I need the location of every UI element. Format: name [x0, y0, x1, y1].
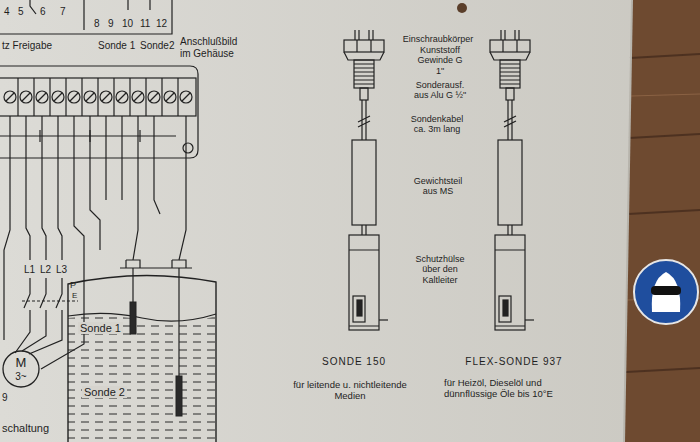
callout-label: Sonderausf. aus Alu G ½": [412, 80, 468, 101]
probe-sonde-150: [344, 30, 388, 330]
sign-goggles: [651, 286, 681, 295]
wood-grain: [626, 54, 700, 372]
motor-wire: [15, 310, 62, 354]
earth-label: E: [72, 291, 77, 300]
terminal-group-label: Sonde2: [140, 40, 174, 52]
probe-body: [130, 302, 136, 334]
paper-edge: [624, 0, 632, 442]
earth-label: P: [70, 280, 76, 290]
terminal-number: 11: [140, 18, 150, 30]
terminal-group-label: Sonde 1: [98, 40, 135, 52]
product-name: FLEX-SONDE 937: [465, 356, 562, 368]
motor-circle: M3~: [2, 350, 40, 388]
terminal-number: 6: [40, 6, 46, 18]
usage-note: für leitende u. nichtleitende Medien: [280, 380, 420, 402]
terminal-number: 10: [122, 18, 133, 30]
wire: [26, 116, 62, 260]
product-name: SONDE 150: [322, 356, 386, 368]
sign-head: [652, 272, 680, 312]
terminal-number: 12: [156, 18, 167, 30]
contactor-link: [22, 300, 78, 301]
terminal-dividers: [18, 78, 178, 116]
sign-disc: [634, 260, 698, 324]
callout-label: Sondenkabel ca. 3m lang: [407, 114, 467, 135]
callout-label: Einschraubkörper: [403, 34, 474, 44]
wire: [90, 116, 160, 250]
contactor: [24, 278, 62, 308]
probe-cable: [133, 268, 179, 376]
terminal-number: 9: [108, 18, 114, 30]
terminal-number: 8: [94, 18, 100, 30]
heading-label: Anschlußbild im Gehäuse: [180, 36, 250, 59]
callout-label: Kunststoff Gewinde G 1": [413, 45, 467, 76]
wood-table: [624, 0, 700, 442]
probe-fittings: [120, 260, 192, 268]
circuit-caption: schaltung: [2, 422, 49, 435]
probe-wire: [133, 116, 186, 260]
safety-sign: [634, 260, 698, 324]
housing-outline: [0, 66, 198, 158]
phase-label: L2: [40, 264, 51, 276]
terminal-number: 5: [18, 6, 24, 18]
punch-hole: [457, 3, 467, 13]
probe-flex-sonde: [490, 30, 534, 330]
usage-note: für Heizöl, Dieselöl und dünnflüssige Öl…: [444, 378, 570, 400]
motor-symbol-text: 3~: [15, 371, 26, 382]
probe-label: Sonde 2: [82, 386, 127, 398]
terminal-group-label: tz Freigabe: [2, 40, 52, 52]
liquid: [68, 315, 216, 442]
housing-screw: [183, 143, 193, 153]
terminal-rail: [0, 78, 196, 116]
terminal-number: 7: [60, 6, 66, 18]
liquid-surface: [68, 313, 216, 321]
tank-outline-shape: [66, 258, 218, 442]
motor-symbol-text: M: [16, 356, 27, 370]
terminal-number: 4: [4, 6, 10, 18]
tank-outline: Sonde 1 Sonde 2: [66, 258, 218, 442]
callout-label: Schutzhülse über den Kaltleiter: [411, 254, 469, 285]
probe-body: [176, 376, 182, 416]
phase-label: L1: [24, 264, 35, 276]
tank-wall: [68, 275, 216, 442]
wire: [4, 116, 10, 340]
phase-label: L3: [56, 264, 67, 276]
callout-label: Gewichtsteil aus MS: [407, 176, 469, 197]
motor-outline: [3, 351, 39, 387]
probe-label: Sonde 1: [78, 322, 123, 334]
relay-sketch: [0, 0, 172, 34]
terminal-number: 9: [2, 392, 8, 404]
